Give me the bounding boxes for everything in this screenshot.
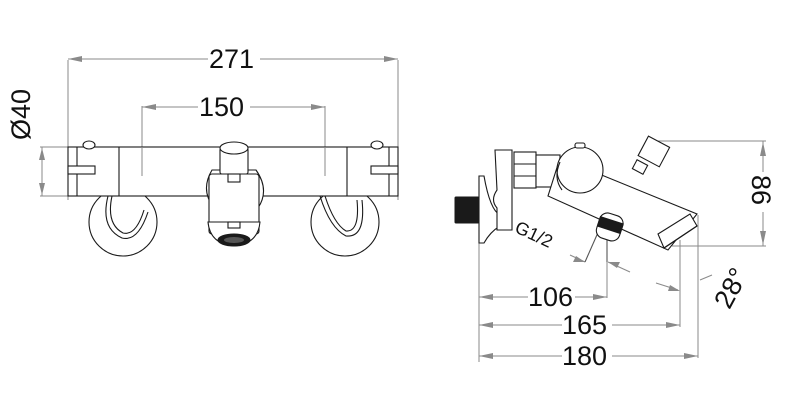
front-view: [39, 56, 399, 257]
dim-height: 86: [746, 175, 776, 206]
dim-body-diameter: Ø40: [6, 88, 36, 140]
dim-depth-outlet: 106: [528, 282, 574, 312]
side-view: [454, 135, 766, 362]
dim-depth-overall: 180: [562, 341, 608, 371]
dim-inlet-centers: 150: [199, 92, 245, 122]
dim-overall-width: 271: [209, 44, 255, 74]
dim-depth-spout: 165: [562, 310, 608, 340]
